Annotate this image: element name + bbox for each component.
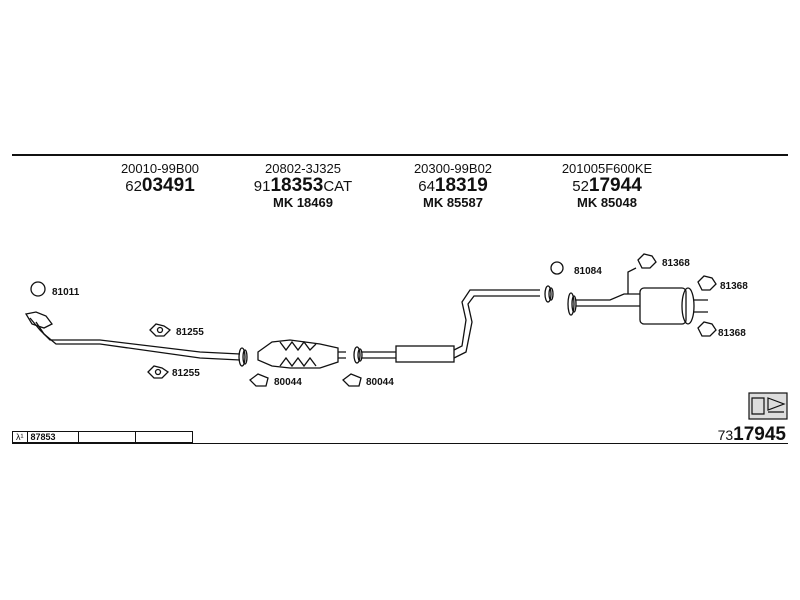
label-81255-b: 81255 [172, 368, 200, 379]
empty-cell [134, 431, 193, 443]
middle-pipe-drawing[interactable] [353, 285, 554, 364]
ring-81011[interactable] [30, 281, 46, 297]
part-front-pipe[interactable]: 20010-99B00 6203491 [85, 162, 235, 196]
label-81011: 81011 [52, 287, 80, 298]
part-rear-silencer[interactable]: 201005F600KE 5217944 MK 85048 [532, 162, 682, 209]
mk-number: MK 85587 [423, 194, 483, 210]
label-81084: 81084 [574, 266, 602, 277]
mk-number: MK 85048 [577, 194, 637, 210]
part-number: 5217944 [572, 174, 642, 196]
mk-number: MK 18469 [273, 194, 333, 210]
part-number: 9118353CAT [253, 174, 353, 196]
label-81368-c: 81368 [718, 328, 746, 339]
rubber-81368-b[interactable] [697, 275, 717, 291]
rear-silencer-drawing[interactable] [567, 267, 708, 325]
label-81255-a: 81255 [176, 327, 204, 338]
rubber-81255-a[interactable] [149, 323, 172, 337]
lambda-cell: λ¹ [12, 431, 28, 443]
part-number: 6418319 [418, 174, 488, 196]
gasket-80044-a[interactable] [249, 373, 269, 387]
catalyst-drawing[interactable] [257, 339, 346, 369]
part-middle-pipe[interactable]: 20300-99B02 6418319 MK 85587 [378, 162, 528, 209]
label-81368-b: 81368 [720, 281, 748, 292]
header-divider [12, 154, 788, 156]
front-pipe-drawing[interactable] [24, 311, 248, 367]
oe-number: 20300-99B02 [413, 161, 493, 176]
part-catalyst[interactable]: 20802-3J325 9118353CAT MK 18469 [228, 162, 378, 209]
label-80044-a: 80044 [274, 377, 302, 388]
lambda-code-cell: 87853 [26, 431, 79, 443]
footer-divider [12, 443, 788, 444]
label-81368-a: 81368 [662, 258, 690, 269]
label-80044-b: 80044 [366, 377, 394, 388]
empty-cell [77, 431, 136, 443]
lambda-table: λ¹ 87853 [12, 431, 193, 443]
gasket-80044-b[interactable] [342, 373, 362, 387]
oe-number: 20010-99B00 [120, 161, 200, 176]
sheet-number: 7317945 [717, 424, 786, 445]
brand-logo-icon [748, 392, 788, 420]
part-number: 6203491 [125, 174, 195, 196]
oe-number: 201005F600KE [561, 161, 653, 176]
rubber-81368-c[interactable] [697, 321, 717, 337]
ring-81084[interactable] [550, 261, 564, 275]
rubber-81368-a[interactable] [637, 253, 657, 269]
rubber-81255-b[interactable] [147, 365, 170, 379]
oe-number: 20802-3J325 [265, 161, 341, 176]
